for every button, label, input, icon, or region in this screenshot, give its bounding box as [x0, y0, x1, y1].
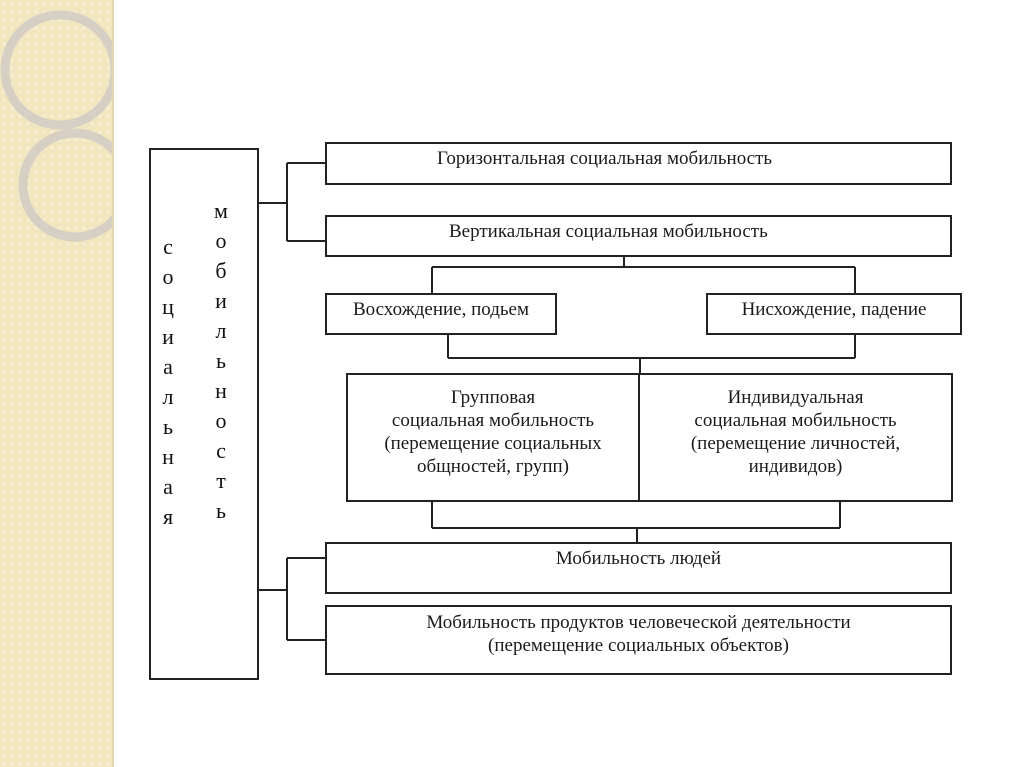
root-letter: б: [215, 258, 227, 283]
vertical-mobility-box: Вертикальная социальная мобильность: [325, 215, 952, 257]
root-letter: и: [215, 288, 227, 313]
horizontal-mobility-box: Горизонтальная социальная мобильность: [325, 142, 952, 185]
root-letter: а: [163, 354, 173, 379]
group-line-1: Групповая: [450, 387, 536, 408]
root-letter: и: [162, 324, 174, 349]
root-letter: о: [215, 228, 227, 253]
root-letter: ц: [162, 294, 174, 319]
root-letter: о: [162, 264, 174, 289]
individual-line-3: (перемещение личностей,: [690, 433, 901, 454]
group-mobility-box: Групповая социальная мобильность (переме…: [346, 373, 640, 502]
root-letter: с: [216, 438, 226, 463]
root-letter: ь: [215, 498, 227, 523]
people-mobility-box: Мобильность людей: [325, 542, 952, 594]
root-letter: я: [162, 504, 174, 529]
descent-label: Нисхождение, падение: [741, 299, 927, 320]
products-line-2: (перемещение социальных объектов): [488, 635, 789, 656]
decorative-side-strip: [0, 0, 114, 767]
root-letter: л: [162, 384, 174, 409]
root-letter: ь: [215, 348, 227, 373]
products-mobility-box: Мобильность продуктов человеческой деяте…: [325, 605, 952, 675]
root-letter: м: [214, 198, 228, 223]
products-line-1: Мобильность продуктов человеческой деяте…: [426, 612, 851, 633]
individual-mobility-box: Индивидуальная социальная мобильность (п…: [638, 373, 953, 502]
individual-line-4: индивидов): [748, 456, 843, 477]
horizontal-mobility-label: Горизонтальная социальная мобильность: [437, 148, 773, 169]
individual-line-1: Индивидуальная: [727, 387, 864, 408]
descent-box: Нисхождение, падение: [706, 293, 962, 335]
individual-line-2: социальная мобильность: [694, 410, 897, 431]
root-letter: т: [216, 468, 226, 493]
root-letter: а: [163, 474, 173, 499]
ascent-box: Восхождение, подьем: [325, 293, 557, 335]
people-mobility-label: Мобильность людей: [555, 548, 722, 569]
root-letter: н: [215, 378, 227, 403]
root-letter: ь: [162, 414, 174, 439]
root-letter: л: [215, 318, 227, 343]
ascent-label: Восхождение, подьем: [352, 299, 530, 320]
decorative-rings: [0, 10, 112, 242]
group-line-3: (перемещение социальных: [384, 433, 602, 454]
group-line-2: социальная мобильность: [391, 410, 595, 431]
root-letter: с: [163, 234, 173, 259]
group-line-4: общностей, групп): [417, 456, 569, 477]
vertical-mobility-label: Вертикальная социальная мобильность: [449, 221, 768, 242]
root-letter: о: [215, 408, 227, 433]
root-letter: н: [162, 444, 174, 469]
